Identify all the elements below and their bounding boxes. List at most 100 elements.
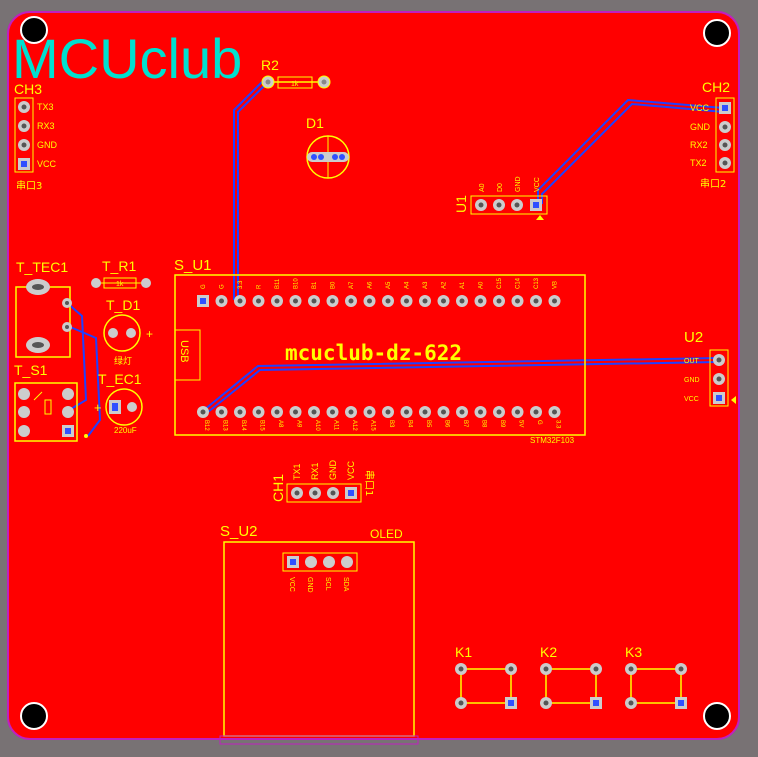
svg-text:VCC: VCC <box>684 396 699 403</box>
svg-text:GND: GND <box>684 377 700 384</box>
svg-text:串口3: 串口3 <box>16 180 42 192</box>
su1-bottom-pin-label-8: A12 <box>351 420 357 431</box>
led-d1: D1 <box>306 115 350 179</box>
svg-text:220uF: 220uF <box>114 426 137 435</box>
svg-text:RX2: RX2 <box>690 140 708 150</box>
su1-top-pin-label-3: R <box>257 284 263 289</box>
svg-text:R2: R2 <box>261 57 279 73</box>
svg-text:T_D1: T_D1 <box>106 297 140 313</box>
svg-text:D0: D0 <box>497 183 504 192</box>
module-s-u2-oled: S_U2 OLED VCC GND SCL SDA <box>219 523 419 745</box>
key-label-1: K1 <box>455 644 472 660</box>
su1-top-pin-label-15: A0 <box>479 281 485 289</box>
svg-text:T_S1: T_S1 <box>14 362 48 378</box>
su1-bottom-pin-label-5: A9 <box>296 420 302 428</box>
su1-bottom-pin-label-19: 3.3 <box>555 420 561 429</box>
svg-text:串口2: 串口2 <box>700 178 726 190</box>
logo-text: MCUclub <box>12 27 242 90</box>
su1-bottom-pin-label-4: A8 <box>277 420 283 428</box>
su1-bottom-pin-label-0: B12 <box>203 420 209 431</box>
svg-text:1k: 1k <box>116 281 124 288</box>
svg-text:CH2: CH2 <box>702 79 730 95</box>
su1-bottom-pin-label-9: A15 <box>370 420 376 431</box>
su1-top-pin-label-16: C15 <box>497 277 503 289</box>
svg-text:GND: GND <box>690 122 711 132</box>
su1-top-pin-label-9: A6 <box>368 281 374 289</box>
key-outline-2 <box>545 668 597 704</box>
su1-top-pin-label-13: A2 <box>442 281 448 289</box>
su1-bottom-pin-label-2: B14 <box>240 420 246 431</box>
su1-bottom-pin-label-11: B4 <box>407 420 413 428</box>
switch-t-s1: T_S1 <box>14 362 88 442</box>
su1-bottom-pin-label-1: B13 <box>222 420 228 431</box>
su1-top-pin-label-17: C14 <box>516 277 522 289</box>
svg-text:USB: USB <box>178 340 190 363</box>
resistor-r2: R2 1k <box>261 57 331 89</box>
su1-top-pin-label-11: A4 <box>405 281 411 289</box>
su1-top-pin-label-4: B11 <box>275 278 281 289</box>
svg-text:RX1: RX1 <box>310 462 320 480</box>
svg-text:GND: GND <box>328 460 338 481</box>
svg-text:A0: A0 <box>479 183 486 192</box>
svg-text:S_U2: S_U2 <box>220 523 258 540</box>
svg-text:U2: U2 <box>684 329 703 346</box>
module-u1: U1 A0 D0 GND VCC <box>453 176 548 220</box>
su1-top-pin-label-1: G <box>220 284 226 289</box>
sensor-t-tec1: T_TEC1 <box>15 259 72 358</box>
su1-bottom-pin-label-14: B7 <box>462 420 468 428</box>
su1-top-pin-label-0: G <box>201 284 207 289</box>
svg-text:GND: GND <box>306 577 313 593</box>
su1-top-pin-label-8: A7 <box>349 281 355 289</box>
svg-text:绿灯: 绿灯 <box>114 355 132 367</box>
su1-top-pin-label-5: B10 <box>294 278 300 289</box>
su1-bottom-pin-label-3: B15 <box>259 420 265 431</box>
svg-text:+: + <box>94 400 102 415</box>
su1-top-pin-label-10: A5 <box>386 281 392 289</box>
connector-ch3: CH3 TX3 RX3 GND VCC 串口3 <box>14 81 58 192</box>
su1-top-pin-label-19: VB <box>553 281 559 289</box>
su1-top-pin-label-7: B0 <box>331 281 337 289</box>
svg-text:SCL: SCL <box>324 577 331 591</box>
traces <box>65 81 725 437</box>
svg-text:串口1: 串口1 <box>363 470 375 496</box>
su1-bottom-pin-label-12: B5 <box>425 420 431 428</box>
brand-text: mcuclub-dz-622 <box>285 341 462 365</box>
su1-top-pin-label-6: B1 <box>312 281 318 289</box>
connector-ch1: CH1 TX1 RX1 GND VCC 串口1 <box>270 460 375 503</box>
svg-text:D1: D1 <box>306 115 324 131</box>
mounting-holes <box>20 16 731 730</box>
svg-text:T_R1: T_R1 <box>102 258 136 274</box>
svg-text:CH1: CH1 <box>270 474 286 502</box>
svg-text:T_EC1: T_EC1 <box>98 371 142 387</box>
capacitor-t-ec1: T_EC1 + 220uF <box>94 371 143 435</box>
su1-bottom-pin-label-17: 5V <box>518 420 524 427</box>
su1-top-pin-label-12: A3 <box>423 281 429 289</box>
svg-text:VCC: VCC <box>690 103 710 113</box>
su1-bottom-pin-label-6: A10 <box>314 420 320 431</box>
connector-ch2: CH2 VCC GND RX2 TX2 串口2 <box>690 79 735 190</box>
svg-text:VCC: VCC <box>534 177 541 192</box>
su1-bottom-pin-label-7: A11 <box>333 420 339 431</box>
svg-text:VCC: VCC <box>37 159 57 169</box>
su1-bottom-pin-label-13: B6 <box>444 420 450 428</box>
board-edge <box>7 11 740 740</box>
svg-text:+: + <box>146 327 153 341</box>
led-t-d1: T_D1 + 绿灯 <box>103 297 153 367</box>
svg-text:TX1: TX1 <box>292 463 302 480</box>
key-outline-3 <box>630 668 682 704</box>
svg-text:TX3: TX3 <box>37 102 54 112</box>
resistor-t-r1: T_R1 1k <box>91 258 151 289</box>
su1-bottom-pin-label-15: B8 <box>481 420 487 428</box>
su1-bottom-pin-label-18: G <box>536 420 542 425</box>
svg-text:OLED: OLED <box>370 527 403 541</box>
svg-text:OUT: OUT <box>684 358 700 365</box>
su1-top-pin-label-18: C13 <box>534 277 540 289</box>
svg-text:TX2: TX2 <box>690 158 707 168</box>
svg-text:CH3: CH3 <box>14 81 42 97</box>
svg-text:RX3: RX3 <box>37 121 55 131</box>
svg-text:SDA: SDA <box>342 577 349 592</box>
key-label-2: K2 <box>540 644 557 660</box>
svg-text:STM32F103: STM32F103 <box>530 436 575 445</box>
svg-text:GND: GND <box>515 176 522 192</box>
